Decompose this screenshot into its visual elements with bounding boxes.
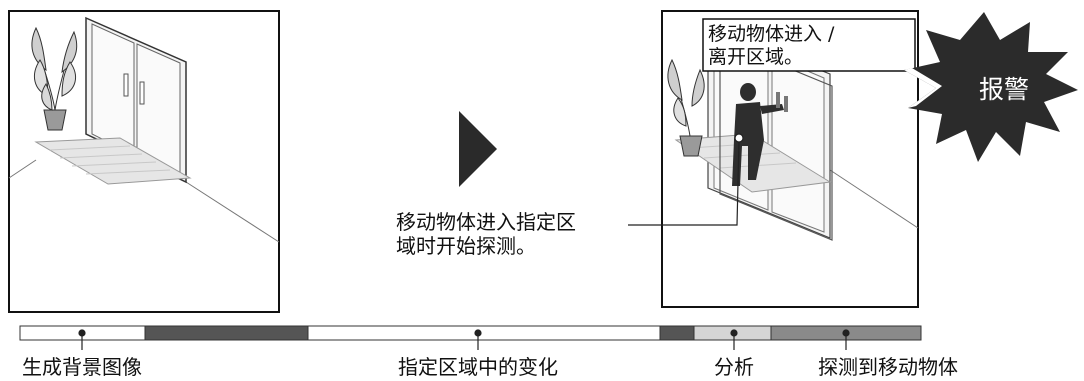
enter-leave-callout: 移动物体进入 / 离开区域。 <box>702 18 916 72</box>
enter-leave-line1: 移动物体进入 / <box>708 23 835 45</box>
progress-arrow-icon <box>459 111 497 187</box>
alarm-burst: 报警 <box>904 12 1078 162</box>
door-mat-icon <box>34 137 192 185</box>
segment-area-change <box>307 325 661 341</box>
enter-leave-line2: 离开区域。 <box>708 46 803 68</box>
timeline-label-analysis: 分析 <box>714 355 754 379</box>
potted-plant-icon <box>31 26 78 131</box>
person-icon <box>732 83 788 186</box>
detect-start-line2: 域时开始探测。 <box>396 234 536 258</box>
timeline-label-background: 生成背景图像 <box>22 355 142 379</box>
left-scene-panel <box>8 10 280 313</box>
segment-dark-2 <box>659 325 695 341</box>
segment-dark-1 <box>144 325 309 341</box>
potted-plant-icon-right <box>667 58 705 157</box>
timeline-label-area-change: 指定区域中的变化 <box>398 355 558 379</box>
alarm-label: 报警 <box>979 75 1029 104</box>
timeline-label-detected: 探测到移动物体 <box>818 355 958 379</box>
timeline-bar: 生成背景图像 指定区域中的变化 分析 探测到移动物体 <box>19 325 958 379</box>
detect-start-line1: 移动物体进入指定区 <box>396 210 576 234</box>
detect-start-callout: 移动物体进入指定区 域时开始探测。 <box>396 133 744 258</box>
